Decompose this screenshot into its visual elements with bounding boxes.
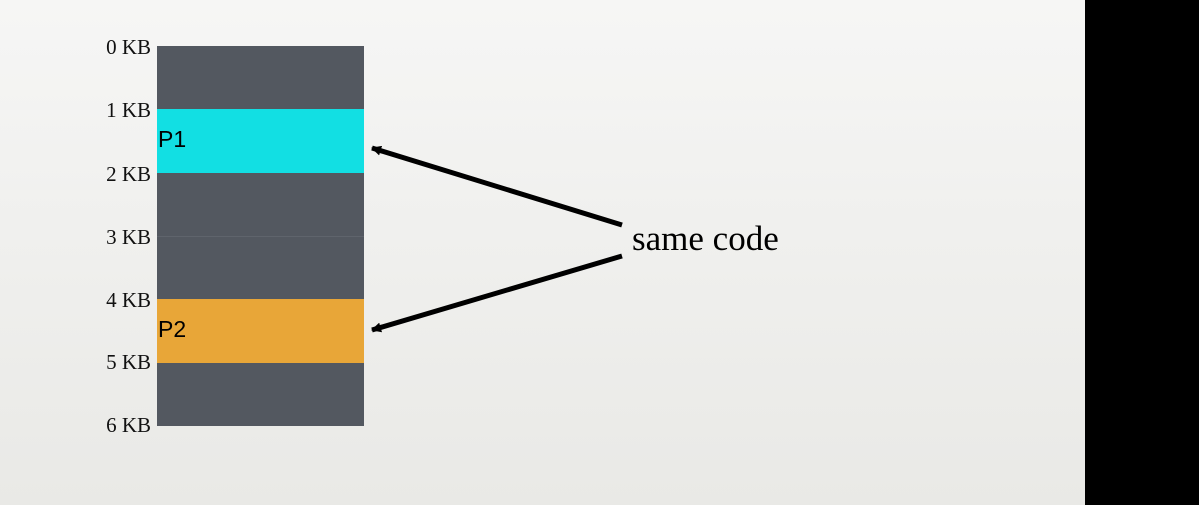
tick-label-1kb: 1 KB bbox=[106, 98, 151, 122]
arrow-to-p2 bbox=[371, 253, 623, 333]
block-label-p2: P2 bbox=[158, 316, 187, 342]
arrow-to-p1 bbox=[371, 145, 623, 228]
memory-bar: P1 P2 bbox=[157, 46, 364, 426]
tick-label-0kb: 0 KB bbox=[106, 35, 151, 59]
memory-block-p2: P2 bbox=[157, 299, 364, 363]
tick-label-3kb: 3 KB bbox=[106, 225, 151, 249]
tick-label-6kb: 6 KB bbox=[106, 413, 151, 437]
memory-block-p1: P1 bbox=[157, 109, 364, 173]
divider-3kb bbox=[157, 236, 364, 237]
block-label-p1: P1 bbox=[158, 126, 187, 152]
tick-label-5kb: 5 KB bbox=[106, 350, 151, 374]
black-side-bar bbox=[1085, 0, 1199, 505]
tick-label-4kb: 4 KB bbox=[106, 288, 151, 312]
tick-label-2kb: 2 KB bbox=[106, 162, 151, 186]
annotation-same-code: same code bbox=[632, 219, 779, 258]
